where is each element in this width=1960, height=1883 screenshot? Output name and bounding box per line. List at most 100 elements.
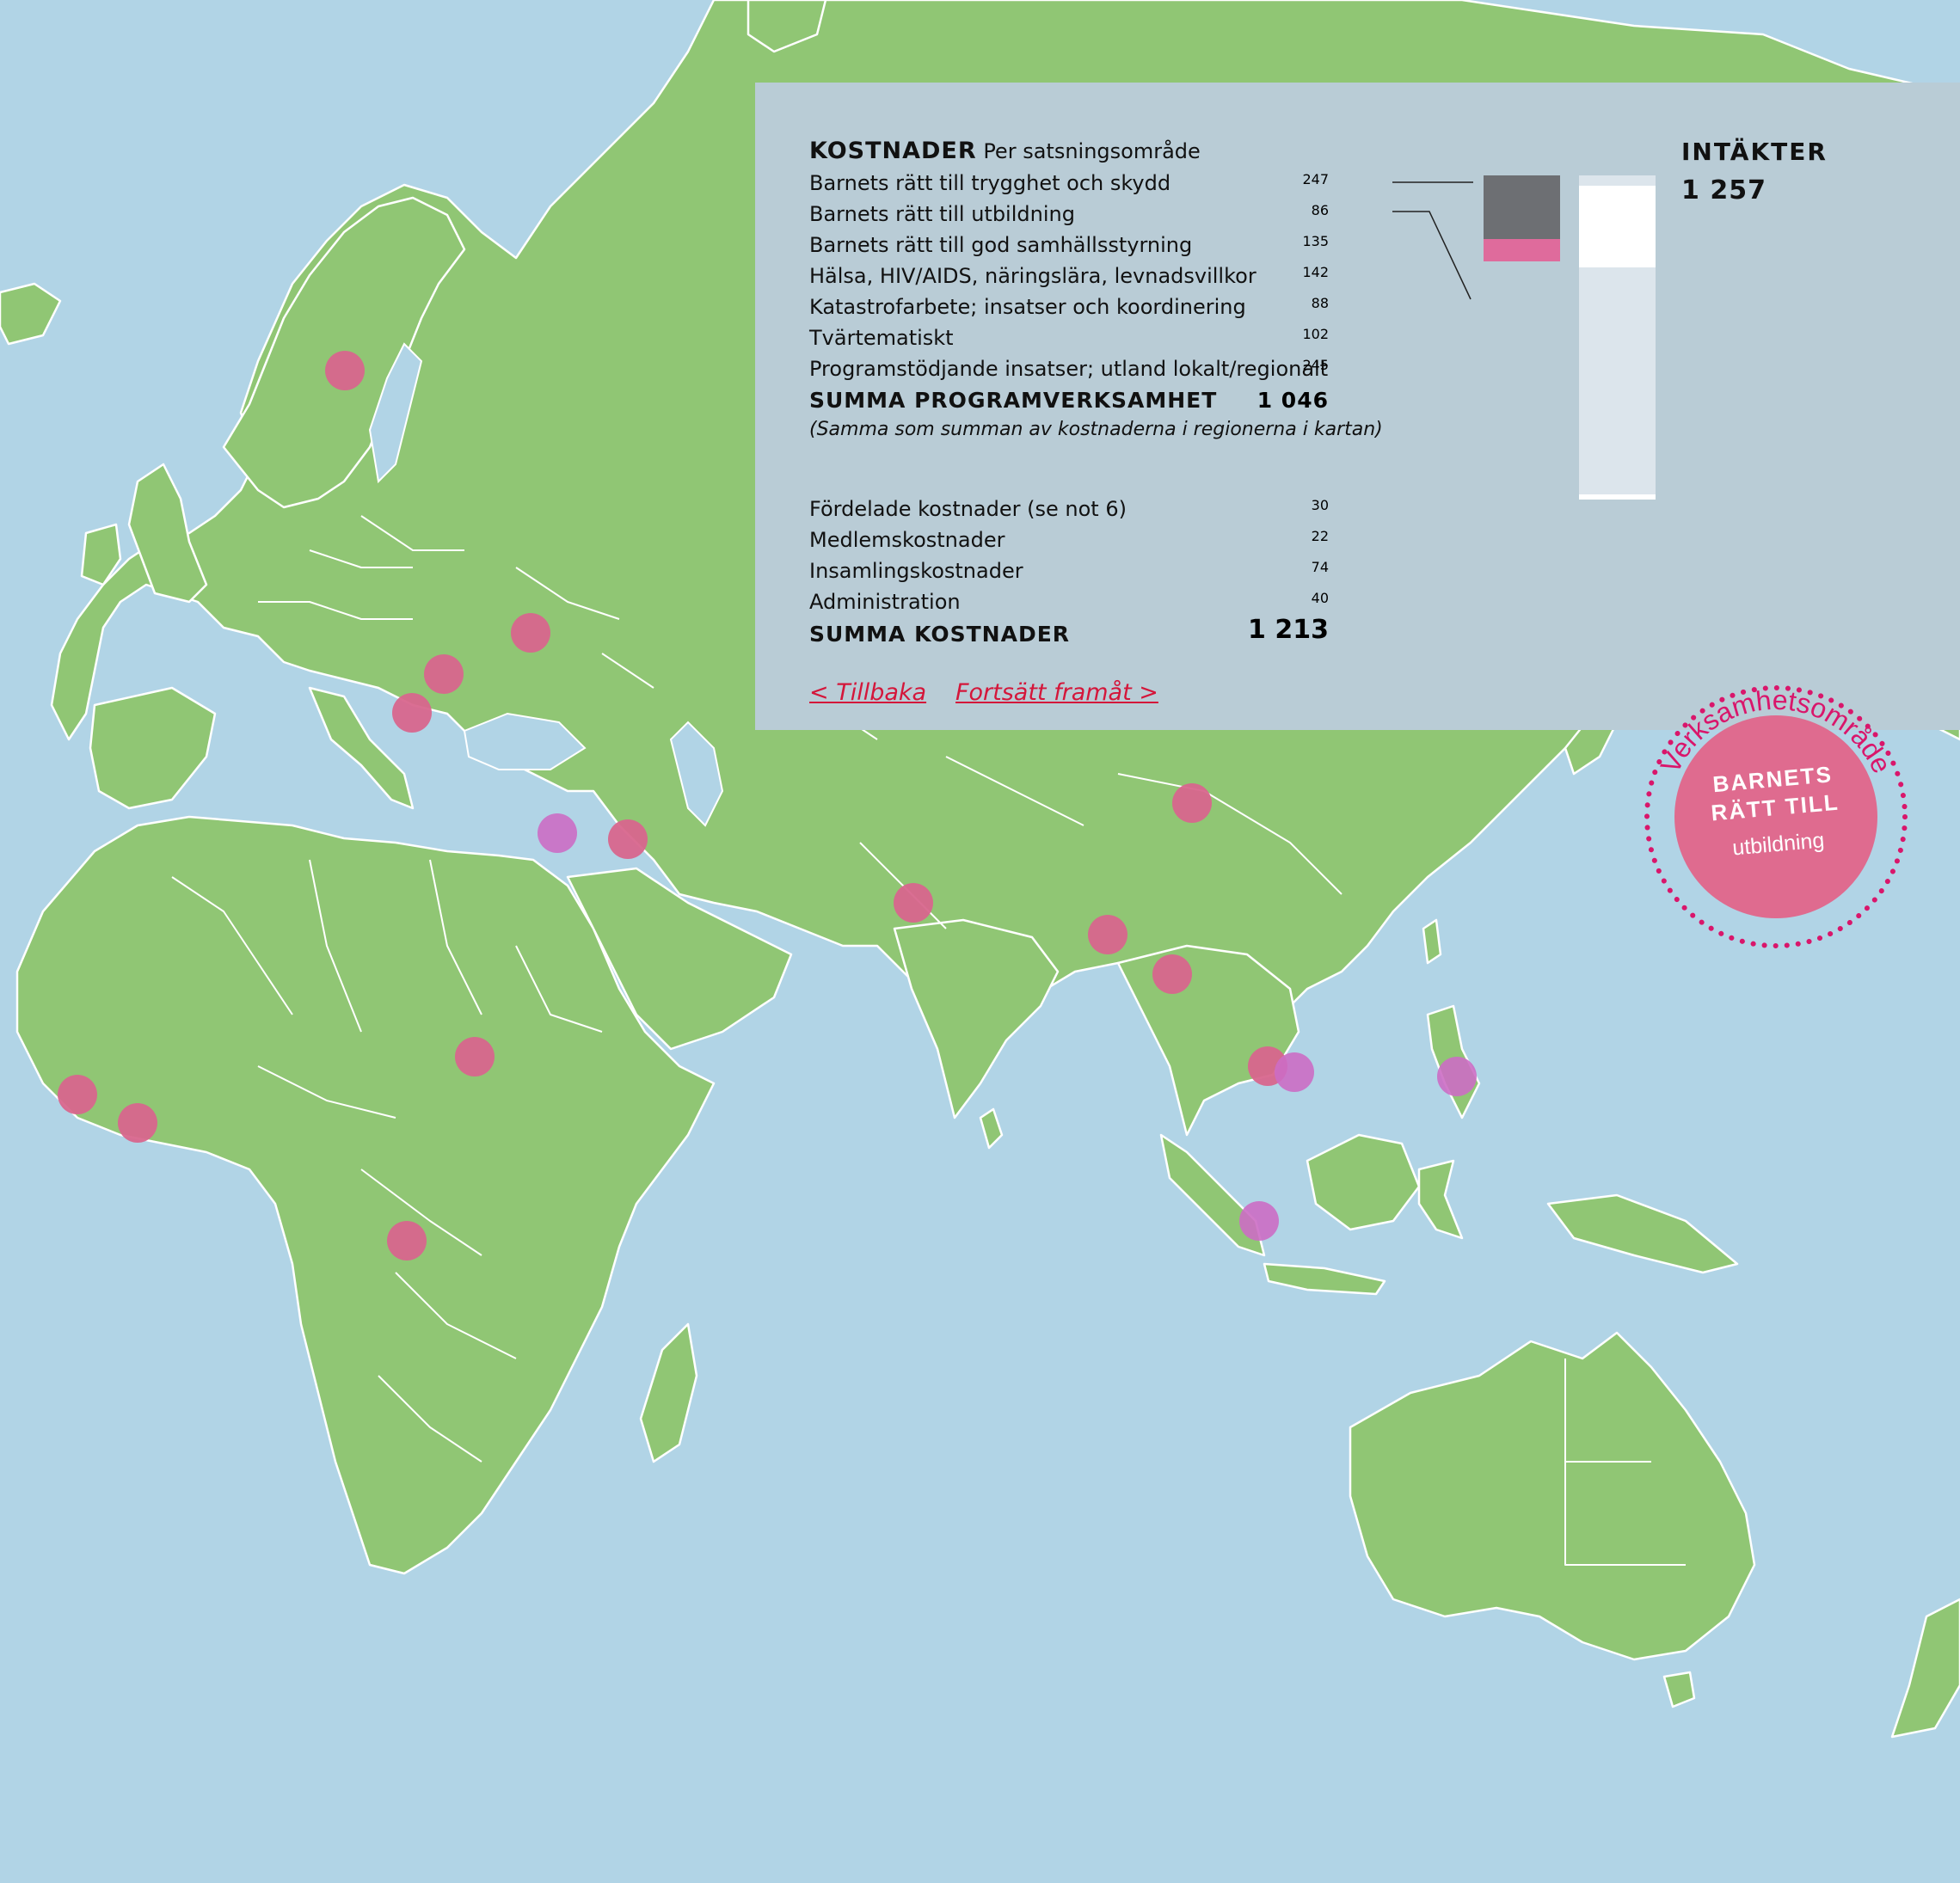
cost-row-value: 30 (1311, 497, 1329, 513)
map-dot-sudan (455, 1037, 495, 1076)
cost-row-label: Medlemskostnader (809, 528, 1005, 552)
cost-row: Katastrofarbete; insatser och koordineri… (809, 295, 1329, 321)
arabia-land (566, 867, 793, 1051)
cost-row-label: Hälsa, HIV/AIDS, näringslära, levnadsvil… (809, 264, 1256, 288)
summa-kostnader-value: 1 213 (1248, 615, 1329, 645)
sulawesi-land (1417, 1159, 1464, 1240)
cost-row-label: Barnets rätt till god samhällsstyrning (809, 233, 1193, 257)
cost-row-label: Programstödjande insatser; utland lokalt… (809, 357, 1329, 381)
italy-land (308, 686, 415, 810)
bar-segment-1 (1484, 239, 1560, 261)
iceland-land (0, 282, 62, 346)
map-dot-pakistan (894, 883, 933, 923)
cost-row-value: 135 (1302, 233, 1329, 249)
income-stack-bar (1579, 175, 1656, 500)
cost-row-value: 22 (1311, 528, 1329, 544)
connector-line-2 (1392, 211, 1472, 300)
ireland-land (80, 523, 122, 586)
cost-row-label: Katastrofarbete; insatser och koordineri… (809, 295, 1246, 319)
taiwan-land (1422, 918, 1442, 965)
map-dot-ukraine (511, 613, 550, 653)
newguinea-land (1546, 1193, 1739, 1274)
srilanka-land (979, 1107, 1004, 1150)
bar-segment-0 (1579, 175, 1656, 186)
verksamhetsomrade-badge: Verksamhetsområde BARNETS RÄTT TILL utbi… (1644, 684, 1908, 948)
cost-panel: KOSTNADER Per satsningsområde Barnets rä… (755, 83, 1960, 730)
forward-link[interactable]: Fortsätt framåt > (955, 679, 1158, 706)
program-dots (58, 351, 1477, 1260)
kostnader-subtitle: Per satsningsområde (983, 139, 1201, 163)
dotted-ring (1644, 685, 1908, 948)
connector-lines (1392, 181, 1473, 300)
cost-row: Insamlingskostnader 74 (809, 559, 1329, 585)
summa-program-row: SUMMA PROGRAMVERKSAMHET 1 046 (809, 388, 1329, 414)
map-dot-romania (424, 654, 464, 694)
map-dot-bangladesh (1088, 915, 1127, 954)
summa-program-value: 1 046 (1256, 388, 1329, 413)
cost-row-value: 88 (1311, 295, 1329, 311)
map-dot-sweden (325, 351, 365, 390)
bar-segment-0 (1484, 175, 1560, 240)
black-sea (463, 712, 587, 770)
tasmania-land (1662, 1671, 1696, 1708)
summa-note: (Samma som summan av kostnaderna i regio… (809, 419, 1383, 440)
cost-row-label: Tvärtematiskt (809, 326, 954, 350)
map-dot-mongolia (1172, 783, 1212, 823)
map-dot-congo (387, 1221, 427, 1260)
summa-kostnader-row: SUMMA KOSTNADER 1 213 (809, 615, 1329, 647)
cost-row: Medlemskostnader 22 (809, 528, 1329, 554)
map-dot-sierra-leone (58, 1075, 97, 1114)
intakter-title: INTÄKTER (1681, 138, 1828, 166)
borneo-land (1306, 1133, 1421, 1231)
badge-disc (1674, 715, 1877, 918)
cost-row: Programstödjande insatser; utland lokalt… (809, 357, 1329, 383)
kostnader-title: KOSTNADER (809, 138, 977, 164)
map-dot-indonesia (1239, 1201, 1279, 1241)
cost-row-value: 102 (1302, 326, 1329, 342)
cost-row-value: 245 (1302, 357, 1329, 373)
cost-row: Hälsa, HIV/AIDS, näringslära, levnadsvil… (809, 264, 1329, 290)
cost-row-label: Insamlingskostnader (809, 559, 1023, 583)
cost-row-value: 86 (1311, 202, 1329, 218)
map-dot-iraq (608, 819, 648, 859)
cost-row-value: 40 (1311, 590, 1329, 606)
sumatra-land (1159, 1133, 1266, 1257)
java-land (1263, 1262, 1386, 1296)
cost-row: Fördelade kostnader (se not 6) 30 (809, 497, 1329, 523)
cost-row-value: 142 (1302, 264, 1329, 280)
map-dot-philippines (1437, 1057, 1477, 1096)
bar-segment-2 (1579, 267, 1656, 494)
cost-row: Barnets rätt till trygghet och skydd 247 (809, 171, 1329, 197)
kostnader-heading: KOSTNADER Per satsningsområde (809, 139, 1201, 163)
summa-kostnader-label: SUMMA KOSTNADER (809, 622, 1071, 647)
indochina-land (1116, 944, 1300, 1137)
uk-land (127, 463, 208, 604)
back-link[interactable]: < Tillbaka (809, 679, 927, 706)
cost-stack-bar (1484, 175, 1560, 261)
australia-land (1349, 1331, 1756, 1661)
newzealand-land (1890, 1598, 1960, 1739)
bar-segment-1 (1579, 186, 1656, 267)
cost-row-label: Barnets rätt till utbildning (809, 202, 1075, 226)
iberia-land (89, 686, 217, 810)
africa-land (15, 815, 716, 1575)
cost-row: Administration 40 (809, 590, 1329, 616)
cost-row-label: Administration (809, 590, 961, 614)
map-dot-lebanon (538, 813, 577, 853)
cost-row: Tvärtematiskt 102 (809, 326, 1329, 352)
cost-row-value: 74 (1311, 559, 1329, 575)
intakter-value: 1 257 (1681, 175, 1766, 205)
cost-row: Barnets rätt till utbildning 86 (809, 202, 1329, 228)
cost-row-label: Fördelade kostnader (se not 6) (809, 497, 1127, 521)
summa-program-label: SUMMA PROGRAMVERKSAMHET (809, 388, 1218, 413)
map-dot-liberia (118, 1103, 157, 1143)
map-dot-balkans (392, 693, 432, 733)
cost-row-value: 247 (1302, 171, 1329, 187)
cost-row-label: Barnets rätt till trygghet och skydd (809, 171, 1171, 195)
map-dot-vietnam (1275, 1052, 1314, 1092)
cost-row: Barnets rätt till god samhällsstyrning 13… (809, 233, 1329, 259)
caspian-sea (669, 721, 724, 827)
map-dot-myanmar (1152, 954, 1192, 994)
india-land (893, 918, 1060, 1119)
bar-segment-3 (1579, 494, 1656, 500)
